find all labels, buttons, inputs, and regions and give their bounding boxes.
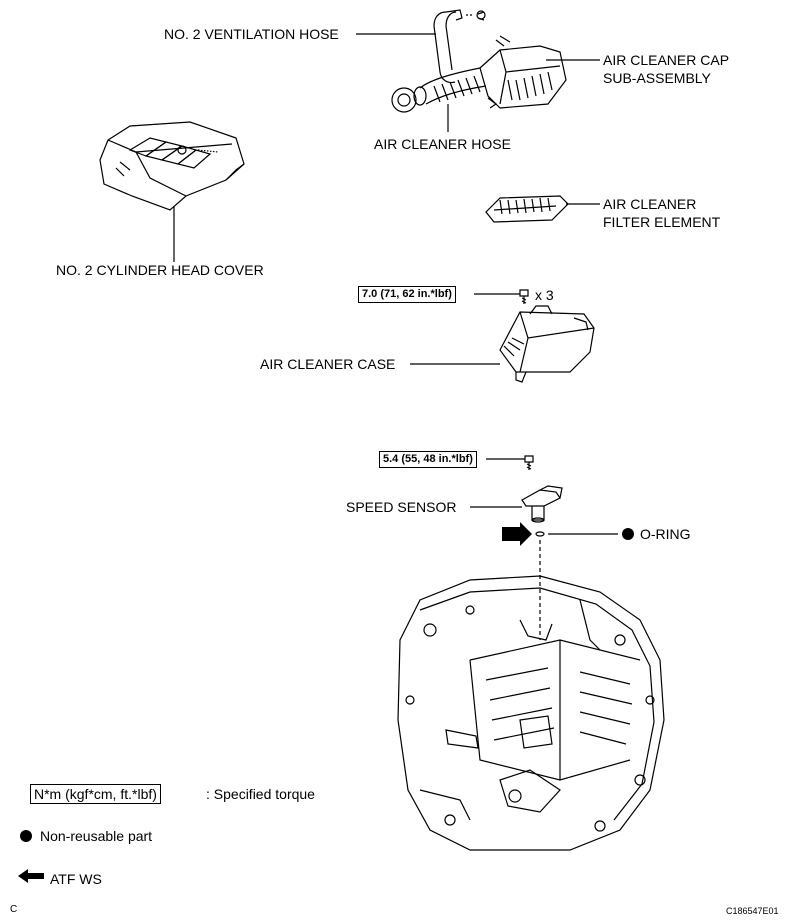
air-cleaner-hose-label: AIR CLEANER HOSE	[374, 136, 511, 152]
ventilation-hose-drawing	[433, 9, 486, 84]
ventilation-hose-label: NO. 2 VENTILATION HOSE	[164, 26, 339, 42]
air-cleaner-case-drawing	[499, 305, 595, 383]
legend-nonreusable: Non-reusable part	[40, 828, 153, 844]
cap-label-line1: AIR CLEANER CAP	[603, 52, 730, 68]
cap-label-line2: SUB-ASSEMBLY	[603, 70, 711, 86]
legend-torque-desc: : Specified torque	[206, 786, 315, 802]
legend-atf: ATF WS	[50, 871, 102, 887]
o-ring-label: O-RING	[640, 526, 691, 542]
filter-label-line1: AIR CLEANER	[603, 196, 697, 212]
sensor-bolt-drawing	[524, 455, 534, 470]
case-bolt-count: x 3	[535, 287, 554, 303]
corner-letter: C	[10, 904, 18, 915]
head-cover-label: NO. 2 CYLINDER HEAD COVER	[56, 262, 264, 278]
figure-code: C186547E01	[726, 906, 779, 916]
speed-sensor-drawing	[521, 485, 563, 523]
case-torque-spec: 7.0 (71, 62 in.*lbf)	[358, 286, 456, 303]
o-ring-dot-icon	[622, 528, 634, 540]
air-cleaner-cap-drawing	[479, 35, 567, 109]
legend-torque-unit: N*m (kgf*cm, ft.*lbf)	[30, 784, 161, 804]
case-bolt-drawing	[519, 289, 529, 304]
o-ring-atf-arrow-icon	[502, 522, 532, 546]
air-cleaner-case-label: AIR CLEANER CASE	[260, 356, 396, 372]
cylinder-head-cover-drawing	[99, 121, 245, 211]
air-cleaner-hose-drawing	[391, 67, 498, 113]
atf-arrow-icon	[18, 869, 44, 883]
transaxle-drawing	[397, 575, 665, 851]
o-ring-drawing	[535, 531, 545, 537]
speed-sensor-label: SPEED SENSOR	[346, 499, 457, 515]
nonreusable-dot-icon	[20, 830, 32, 842]
filter-element-drawing	[485, 195, 569, 223]
sensor-torque-spec: 5.4 (55, 48 in.*lbf)	[379, 451, 477, 468]
filter-label-line2: FILTER ELEMENT	[603, 214, 721, 230]
